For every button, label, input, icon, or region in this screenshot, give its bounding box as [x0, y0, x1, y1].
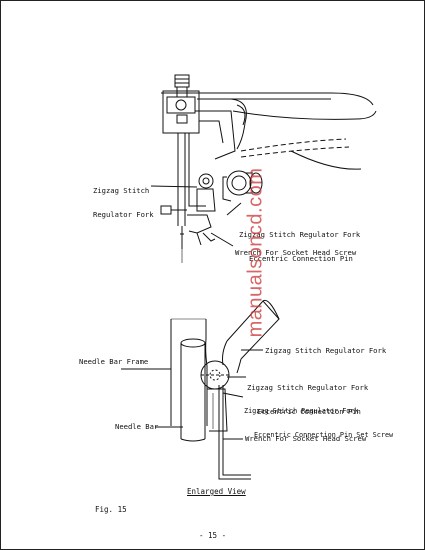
top-mechanism-drawing — [150, 74, 377, 263]
watermark: manualsoncd.com — [244, 167, 267, 338]
label-line: Zigzag Stitch Regulator Fork — [244, 407, 359, 415]
label-line: Zigzag Stitch Regulator Fork — [247, 383, 369, 392]
label-zigzag-stitch-regulator-fork: Zigzag Stitch Regulator Fork — [93, 171, 154, 235]
label-line: Eccentric Connection Pin Set Screw — [254, 431, 394, 439]
label-regulator-fork-enlarged: Zigzag Stitch Regulator Fork — [265, 346, 387, 355]
enlarged-view-drawing — [121, 299, 280, 480]
page-number: - 15 - — [199, 531, 227, 540]
label-line: Zigzag Stitch Regulator Fork — [239, 230, 361, 239]
label-eccentric-pin-enlarged: Zigzag Stitch Regulator Fork Eccentric C… — [247, 368, 368, 432]
label-line: Zigzag Stitch — [93, 186, 150, 195]
caption-enlarged-view: Enlarged View — [187, 487, 246, 496]
label-eccentric-connection-pin: Zigzag Stitch Regulator Fork Eccentric C… — [239, 215, 360, 279]
label-line: Regulator Fork — [93, 210, 154, 219]
label-line: Eccentric Connection Pin — [257, 407, 361, 416]
label-wrench-bottom: Wrench For Socket Head Screw — [245, 434, 367, 443]
label-line: Eccentric Connection Pin — [249, 254, 353, 263]
label-pin-set-screw: Zigzag Stitch Regulator Fork Eccentric C… — [244, 391, 393, 455]
label-needle-bar-frame: Needle Bar Frame — [79, 357, 149, 366]
figure-caption: Fig. 15 — [95, 505, 127, 514]
label-wrench-top: Wrench For Socket Head Screw — [235, 248, 357, 257]
label-needle-bar: Needle Bar — [115, 422, 159, 431]
